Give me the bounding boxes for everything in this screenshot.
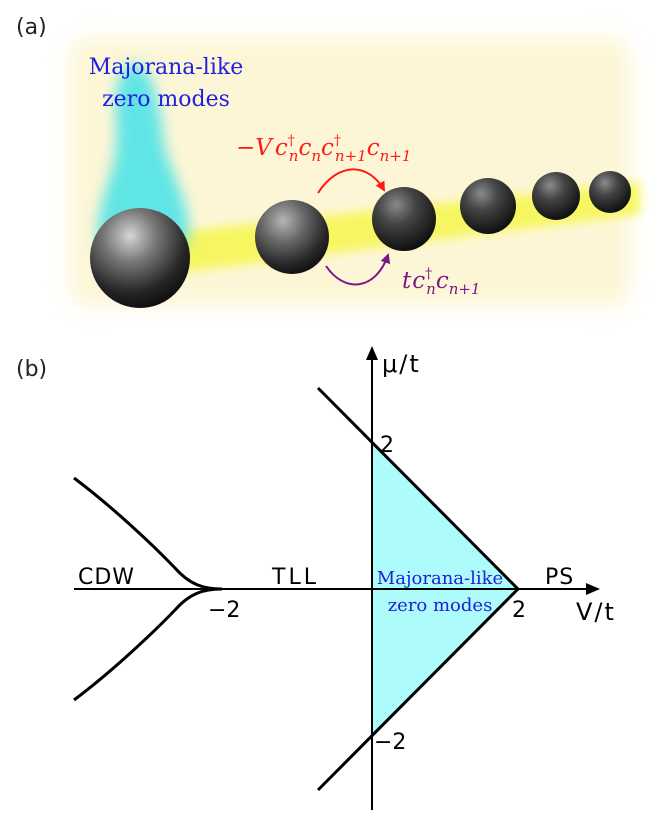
y-tick-minus2: −2: [374, 730, 406, 755]
panel-b: (b) CDW TLL PS Majorana-like zero modes …: [16, 346, 616, 810]
hopping-term-label: tc†ncn+1: [402, 266, 480, 298]
phase-cdw-label: CDW: [78, 565, 135, 590]
zero-modes-label-line2: zero modes: [102, 87, 230, 112]
phase-ps-label: PS: [545, 565, 574, 590]
panel-a-label: (a): [16, 15, 47, 40]
phase-majorana-label-line1: Majorana-like: [377, 568, 503, 589]
y-axis-label: μ/t: [382, 350, 421, 378]
x-tick-plus2: 2: [512, 598, 526, 623]
zero-modes-label-line1: Majorana-like: [89, 55, 243, 80]
interaction-arrow: [317, 168, 385, 194]
cdw-boundary-upper: [73, 476, 223, 591]
cdw-boundary-lower: [73, 587, 223, 702]
sphere-site-2: [255, 200, 329, 274]
phase-majorana-label-line2: zero modes: [388, 595, 493, 616]
phase-tll-label: TLL: [271, 565, 319, 590]
ps-boundary-lower: [316, 587, 520, 792]
sphere-site-5: [532, 172, 580, 220]
sphere-site-1: [90, 208, 190, 308]
sphere-site-4: [460, 178, 516, 234]
hopping-arrow: [325, 253, 391, 286]
sphere-site-3: [372, 187, 436, 251]
x-tick-minus2: −2: [208, 598, 240, 623]
panel-b-label: (b): [16, 357, 47, 382]
y-tick-plus2: 2: [380, 433, 394, 458]
x-axis-label: V/t: [576, 598, 616, 626]
sphere-site-6: [589, 171, 631, 213]
ps-boundary-upper: [316, 386, 520, 591]
